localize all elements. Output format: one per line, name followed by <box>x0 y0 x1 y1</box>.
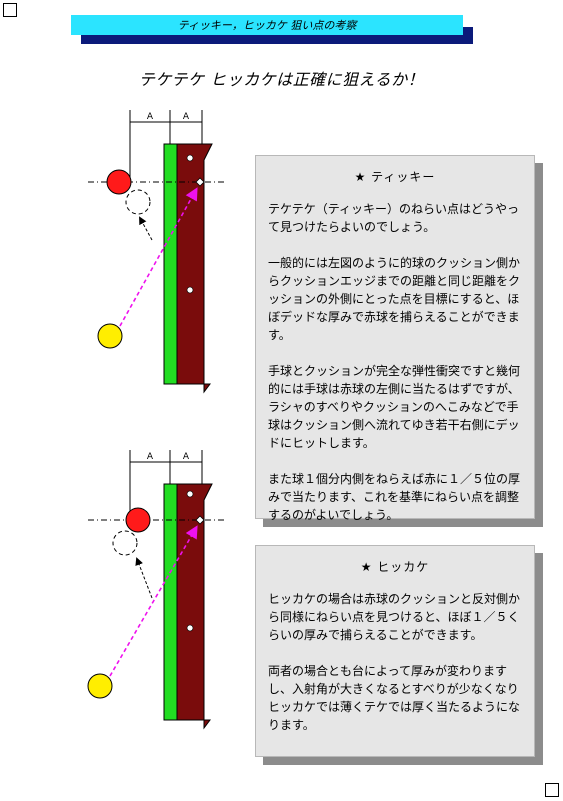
rail-diamond <box>186 490 194 498</box>
deflection-arrow <box>139 216 153 241</box>
rail-diamond <box>186 624 194 632</box>
panel-paragraph: また球１個分内側をねらえば赤に１／５位の厚みで当たります、これを基準にねらい点を… <box>268 472 521 522</box>
panel-paragraph: 手球とクッションが完全な弾性衝突ですと幾何的には手球は赤球の左側に当たるはずです… <box>268 364 521 450</box>
hikkake-diagram: A A <box>80 446 240 776</box>
banner-title: ティッキー，ヒッカケ 狙い点の考察 <box>177 19 357 32</box>
panel-heading: ★ ティッキー <box>354 170 436 184</box>
rail <box>176 143 213 394</box>
corner-mark-bottom-right <box>545 783 559 797</box>
rail-diamond <box>186 286 194 294</box>
hikkake-panel: ★ ヒッカケ ヒッカケの場合は赤球のクッションと反対側から同様にねらい点を見つけ… <box>255 545 535 757</box>
cushion <box>163 483 178 721</box>
panel-paragraph: テケテケ（ティッキー）のねらい点はどうやって見つけたらよいのでしょう。 <box>268 202 520 234</box>
tickie-panel: ★ ティッキー テケテケ（ティッキー）のねらい点はどうやって見つけたらよいのでし… <box>255 155 535 522</box>
tickie-diagram: A A <box>80 106 240 436</box>
rail-diamond <box>186 154 194 162</box>
ghost-ball <box>112 530 138 556</box>
cue-path-arrow <box>109 525 198 677</box>
dimension-markers <box>129 110 203 184</box>
panel-heading: ★ ヒッカケ <box>360 560 430 574</box>
aim-point-marker <box>195 515 205 525</box>
cue-ball <box>87 673 113 699</box>
object-ball <box>106 169 132 195</box>
banner: ティッキー，ヒッカケ 狙い点の考察 <box>71 15 463 35</box>
rail <box>176 483 213 730</box>
dimension-label-right: A <box>183 112 190 122</box>
panel-paragraph: ヒッカケの場合は赤球のクッションと反対側から同様にねらい点を見つけると、ほぼ１／… <box>268 592 521 642</box>
page-title: テケテケ ヒッカケは正確に狙えるか！ <box>138 70 425 89</box>
panel-paragraph: 一般的には左図のように的球のクッション側からクッションエッジまでの距離と同じ距離… <box>268 256 521 342</box>
cue-path-arrow <box>119 187 198 327</box>
cue-ball <box>97 323 123 349</box>
panel-paragraph: 両者の場合とも台によって厚みが変わりますし、入射角が大きくなるとすべりが少なくな… <box>268 664 521 732</box>
cushion <box>163 143 178 385</box>
corner-mark-top-left <box>3 3 17 17</box>
aim-point-marker <box>195 177 205 187</box>
dimension-label-left: A <box>147 452 154 462</box>
dimension-label-right: A <box>183 452 190 462</box>
deflection-arrow <box>135 557 153 599</box>
dimension-label-left: A <box>147 112 154 122</box>
ghost-ball <box>125 189 151 215</box>
object-ball <box>125 507 151 533</box>
